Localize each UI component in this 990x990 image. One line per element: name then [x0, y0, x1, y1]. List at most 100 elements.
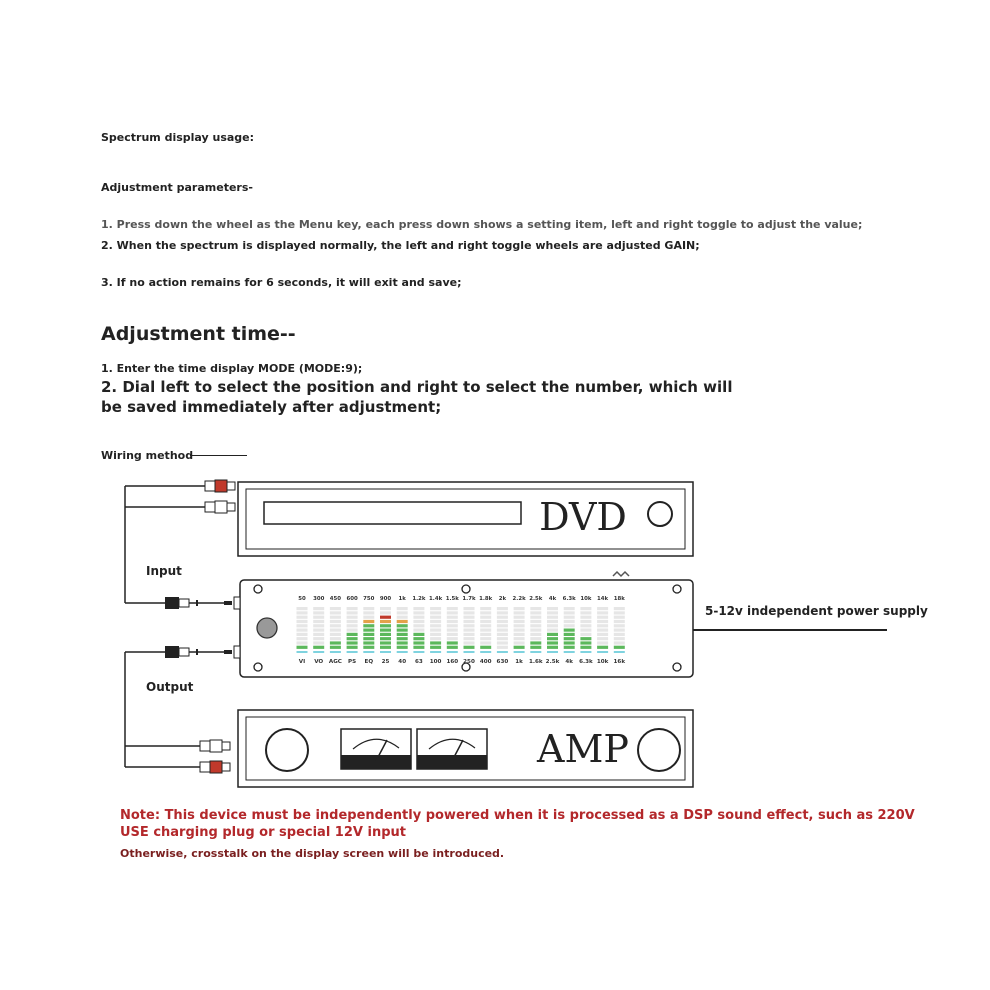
- amp-right-knob: [637, 728, 681, 772]
- spectrum-top-label: 2k: [499, 596, 507, 602]
- spectrum-bar: [396, 607, 408, 653]
- output-cable: [124, 646, 232, 768]
- spectrum-bottom-label: 630: [497, 659, 509, 665]
- rca-white-icon: [209, 739, 223, 753]
- note-line-2: USE charging plug or special 12V input: [120, 825, 406, 840]
- spectrum-bar: [313, 607, 325, 653]
- time-step-2-line-1: 2. Dial left to select the position and …: [101, 378, 733, 396]
- wiring-underline: [190, 455, 247, 456]
- spectrum-bar: [346, 607, 358, 653]
- dvd-label: DVD: [539, 495, 627, 539]
- amp-rca-jacks: [199, 739, 231, 774]
- dvd-power-knob: [647, 501, 673, 527]
- spectrum-bottom-label: 1k: [515, 659, 523, 665]
- input-cable: [124, 486, 232, 609]
- spectrum-top-label: 14k: [597, 596, 609, 602]
- adjustment-time-heading: Adjustment time--: [101, 323, 296, 345]
- spectrum-bar: [329, 607, 341, 653]
- spectrum-top-label: 1.7k: [462, 596, 476, 602]
- input-label: Input: [146, 564, 182, 578]
- spectrum-bottom-label: VO: [314, 659, 323, 665]
- spectrum-bar: [513, 607, 525, 653]
- spectrum-bottom-label: 2.5k: [546, 659, 560, 665]
- note-line-1: Note: This device must be independently …: [120, 808, 915, 823]
- spectrum-top-label: 2.5k: [529, 596, 543, 602]
- spectrum-bar: [430, 607, 442, 653]
- spectrum-bottom-label: 40: [398, 659, 406, 665]
- dvd-rca-jacks: [125, 479, 236, 514]
- spectrum-bar: [363, 607, 375, 653]
- param-step-1: 1. Press down the wheel as the Menu key,…: [101, 218, 863, 231]
- spectrum-bar: [563, 607, 575, 653]
- spectrum-bar: [413, 607, 425, 653]
- spectrum-bottom-label: 400: [480, 659, 492, 665]
- spectrum-top-label: 1.4k: [429, 596, 443, 602]
- time-step-1: 1. Enter the time display MODE (MODE:9);: [101, 362, 363, 375]
- spectrum-top-label: 50: [298, 596, 306, 602]
- spectrum-top-label: 450: [330, 596, 342, 602]
- spectrum-bottom-label: 250: [463, 659, 475, 665]
- spectrum-usage-heading: Spectrum display usage:: [101, 131, 255, 144]
- spectrum-bottom-label: 25: [382, 659, 390, 665]
- spectrum-top-label: 6.3k: [563, 596, 577, 602]
- spectrum-top-label: 750: [363, 596, 375, 602]
- spectrum-bottom-label: 10k: [597, 659, 609, 665]
- spectrum-bar: [530, 607, 542, 653]
- spectrum-bar: [496, 607, 508, 653]
- param-step-3: 3. If no action remains for 6 seconds, i…: [101, 276, 462, 289]
- spectrum-bar: [296, 607, 308, 653]
- spectrum-bottom-label: 1.6k: [529, 659, 543, 665]
- spectrum-bottom-label: 63: [415, 659, 423, 665]
- spectrum-top-label: 900: [380, 596, 392, 602]
- spectrum-bottom-label: 4k: [565, 659, 573, 665]
- logo-mark-icon: [612, 570, 630, 578]
- vu-meter-left: [340, 728, 412, 770]
- amp-label: AMP: [536, 727, 629, 771]
- spectrum-bottom-label: 6.3k: [579, 659, 593, 665]
- rca-red-icon: [209, 760, 223, 774]
- spectrum-top-label: 1.2k: [412, 596, 426, 602]
- rca-white-icon: [214, 500, 228, 514]
- spectrum-bottom-label: 160: [446, 659, 458, 665]
- spectrum-top-label: 300: [313, 596, 325, 602]
- spectrum-bottom-label: 100: [430, 659, 442, 665]
- amp-left-knob: [265, 728, 309, 772]
- spectrum-bar: [547, 607, 558, 653]
- spectrum-bar: [580, 607, 592, 653]
- spectrum-bottom-label: VI: [299, 659, 305, 665]
- output-label: Output: [146, 680, 194, 694]
- spectrum-bar: [380, 607, 391, 653]
- spectrum-bar: [446, 607, 458, 653]
- spectrum-bottom-label: 16k: [614, 659, 626, 665]
- amplifier: AMP: [237, 709, 694, 788]
- note-line-3: Otherwise, crosstalk on the display scre…: [120, 847, 505, 860]
- spectrum-top-label: 18k: [614, 596, 626, 602]
- spectrum-top-label: 10k: [580, 596, 592, 602]
- spectrum-top-label: 1.5k: [446, 596, 460, 602]
- spectrum-bar: [480, 607, 492, 653]
- spectrum-top-label: 1.8k: [479, 596, 493, 602]
- power-supply-label: 5-12v independent power supply: [705, 604, 928, 618]
- time-step-2-line-2: be saved immediately after adjustment;: [101, 398, 442, 416]
- dvd-player: DVD: [237, 481, 694, 557]
- spectrum-top-label: 4k: [549, 596, 557, 602]
- param-step-2: 2. When the spectrum is displayed normal…: [101, 239, 700, 252]
- spectrum-bottom-label: AGC: [329, 659, 342, 665]
- vu-meter-right: [416, 728, 488, 770]
- spectrum-top-label: 2.2k: [513, 596, 527, 602]
- spectrum-bottom-label: EQ: [365, 659, 374, 665]
- disc-tray: [263, 501, 522, 525]
- wiring-method-label: Wiring method: [101, 449, 194, 462]
- spectrum-bar: [597, 607, 609, 653]
- spectrum-bottom-label: PS: [348, 659, 356, 665]
- adjustment-parameters-heading: Adjustment parameters-: [101, 181, 253, 194]
- rca-red-icon: [214, 479, 228, 493]
- spectrum-bar: [463, 607, 475, 653]
- spectrum-bar: [613, 607, 625, 653]
- spectrum-top-label: 600: [346, 596, 358, 602]
- spectrum-top-label: 1k: [399, 596, 407, 602]
- control-wheel-icon: [256, 617, 278, 639]
